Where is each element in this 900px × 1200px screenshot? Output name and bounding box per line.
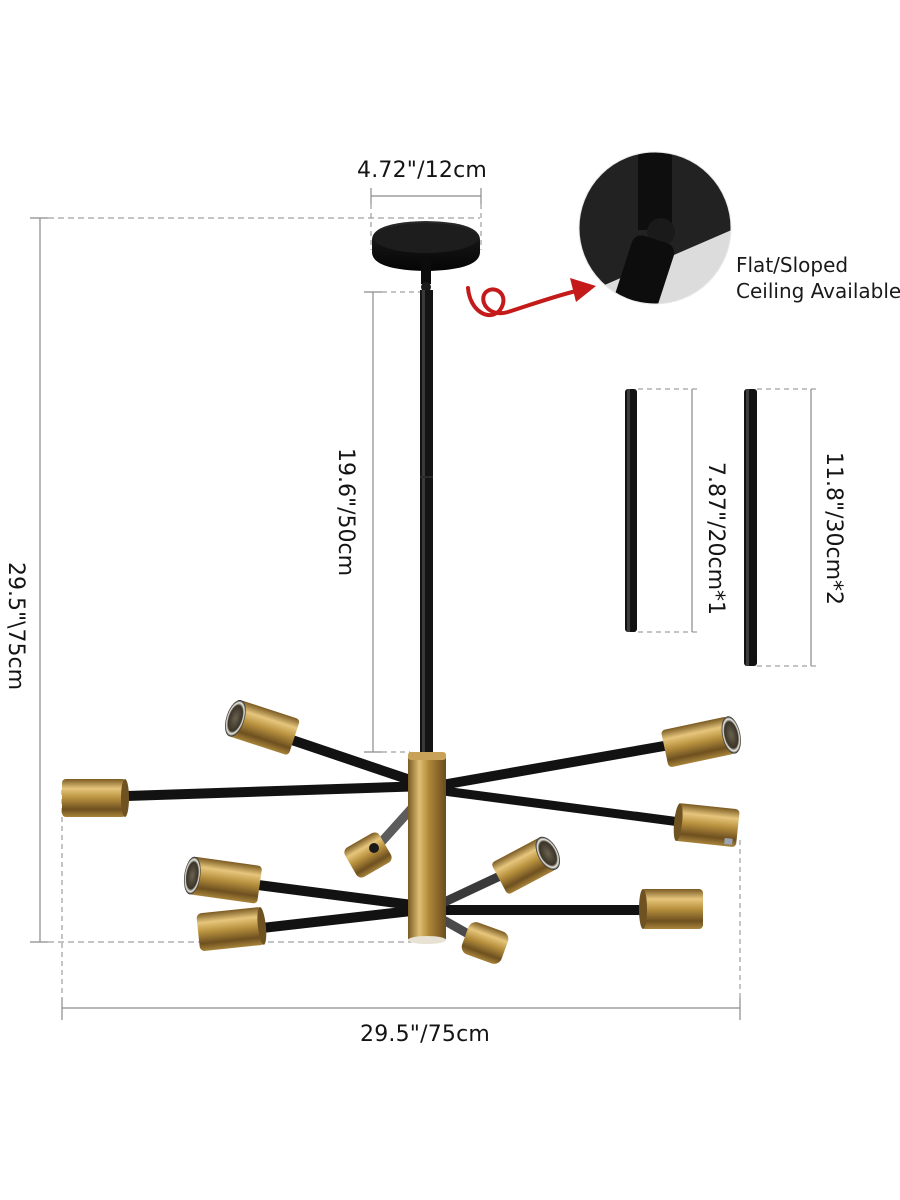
socket-back-left xyxy=(344,832,392,878)
callout-line-2: Ceiling Available xyxy=(736,279,900,303)
socket-upper-left xyxy=(224,700,300,755)
canopy xyxy=(372,221,480,292)
arms xyxy=(121,735,685,940)
rod-30cm-label: 11.8"/30cm*2 xyxy=(821,452,846,606)
total-width-dimension xyxy=(61,790,741,1020)
socket-left-horizontal xyxy=(62,779,129,817)
canopy-width-dimension xyxy=(370,188,482,250)
rod-30cm-dimension xyxy=(757,388,820,667)
downrod xyxy=(420,290,433,756)
brass-sockets xyxy=(62,700,741,964)
downrod-dimension xyxy=(364,291,420,753)
socket-right-middle xyxy=(673,803,740,847)
canopy-width-label: 4.72"/12cm xyxy=(357,158,488,183)
central-body xyxy=(408,752,446,944)
socket-center-right xyxy=(492,836,561,894)
socket-bottom-center xyxy=(461,922,509,964)
socket-upper-right xyxy=(661,716,741,767)
rod-20cm-label: 7.87"/20cm*1 xyxy=(703,462,728,616)
sloped-ceiling-callout: Flat/Sloped Ceiling Available xyxy=(736,252,900,304)
total-width-label: 29.5"/75cm xyxy=(360,1022,491,1047)
sloped-ceiling-detail-image xyxy=(579,152,731,304)
extension-rod-30cm xyxy=(744,389,757,666)
extension-rod-20cm xyxy=(625,389,637,632)
downrod-length-label: 19.6"/50cm xyxy=(333,448,358,577)
dimension-lines xyxy=(30,188,820,1020)
callout-line-1: Flat/Sloped xyxy=(736,253,849,277)
socket-lower-left xyxy=(183,856,262,904)
total-height-label: 29.5"\75cm xyxy=(3,562,28,691)
red-arrow-icon xyxy=(466,278,596,317)
socket-right-lower xyxy=(639,889,703,929)
rod-20cm-dimension xyxy=(638,388,700,633)
socket-bottom-left xyxy=(196,906,267,951)
